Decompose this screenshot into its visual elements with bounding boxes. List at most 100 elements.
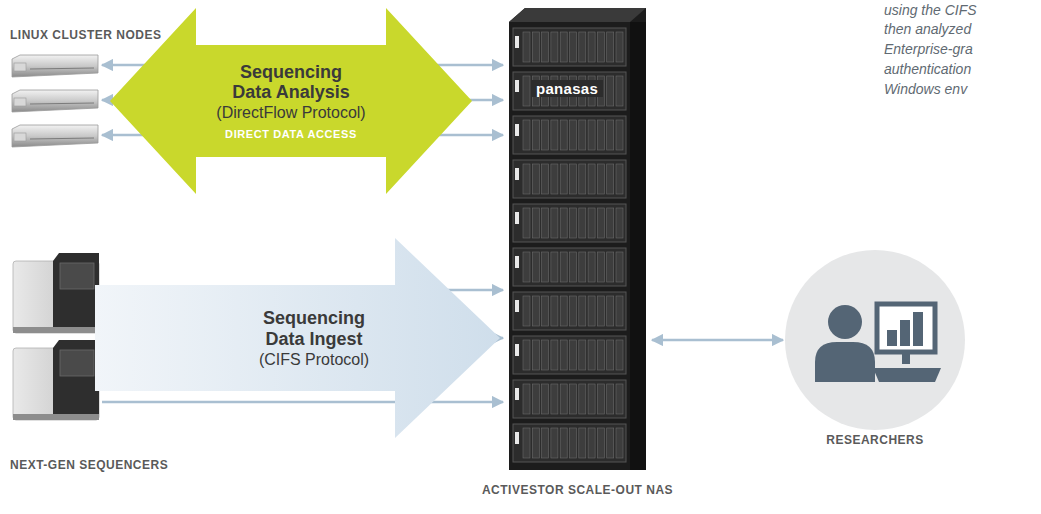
server-slot: [30, 68, 94, 69]
monitor-stand: [902, 354, 910, 364]
drive-blade: [616, 120, 623, 150]
drive-blade: [607, 164, 614, 194]
drive-blade: [551, 164, 558, 194]
drive-blade: [532, 296, 539, 326]
sequencer-screen: [60, 350, 94, 376]
drive-blade: [588, 164, 595, 194]
drive-blade: [570, 296, 577, 326]
drive-blade: [542, 428, 549, 458]
drive-blade: [523, 252, 530, 282]
server-body: [12, 90, 98, 112]
arrow-subtitle: DIRECT DATA ACCESS: [225, 128, 357, 140]
drive-blade: [532, 164, 539, 194]
drive-blade: [607, 32, 614, 62]
drive-blade: [607, 252, 614, 282]
drive-blade: [597, 296, 604, 326]
sequencer-group: NEXT-GEN SEQUENCERS: [10, 250, 102, 475]
node-label: ACTIVESTOR SCALE-OUT NAS: [475, 483, 680, 497]
drive-blade: [579, 296, 586, 326]
researcher-circle-fill: [785, 250, 965, 430]
drive-blade: [523, 428, 530, 458]
drive-blade: [532, 384, 539, 414]
rack-shelf: [513, 380, 626, 418]
drive-blade: [532, 32, 539, 62]
drive-blade: [560, 208, 567, 238]
drive-blade: [588, 32, 595, 62]
protocol-label: (DirectFlow Protocol): [216, 103, 365, 122]
shelf-led: [515, 388, 519, 400]
drive-blade: [523, 32, 530, 62]
rack-shelf: [513, 160, 626, 198]
rack-shelf: [513, 248, 626, 286]
researcher-drawing: [785, 250, 965, 432]
drive-blade: [551, 340, 558, 370]
rack-drawing: [505, 8, 650, 476]
drive-blade: [579, 340, 586, 370]
drive-blade: [570, 340, 577, 370]
person-head: [828, 305, 862, 339]
chart-bar: [900, 320, 910, 346]
rack-shelf: [513, 116, 626, 154]
drive-blade: [588, 252, 595, 282]
drive-blade: [523, 296, 530, 326]
person-body: [815, 342, 875, 382]
drive-blade: [570, 164, 577, 194]
drive-blade: [523, 384, 530, 414]
shelf-led: [515, 36, 519, 48]
server-icon: [12, 55, 98, 77]
drive-blade: [560, 384, 567, 414]
drive-blade: [597, 208, 604, 238]
protocol-label: (CIFS Protocol): [259, 350, 369, 370]
server-bezel: [14, 63, 26, 71]
drive-blade: [551, 296, 558, 326]
node-label: RESEARCHERS: [785, 433, 965, 447]
connector-arrow: [652, 339, 783, 342]
shelf-led: [515, 300, 519, 312]
drive-blade: [597, 384, 604, 414]
note-text: using the CIFS: [884, 2, 977, 18]
server-bezel: [14, 98, 26, 106]
note-text: authentication: [884, 61, 971, 77]
chart-bar: [887, 330, 897, 346]
group-label: LINUX CLUSTER NODES: [10, 28, 162, 42]
rack-shelf: [513, 292, 626, 330]
sequencer-base: [13, 327, 99, 333]
drive-blade: [607, 208, 614, 238]
shelf-led: [515, 344, 519, 356]
drive-blade: [570, 32, 577, 62]
drive-blade: [570, 428, 577, 458]
monitor: [877, 304, 935, 352]
arrow-text-group: Sequencing Data Analysis(DirectFlow Prot…: [196, 48, 386, 154]
drive-blade: [579, 428, 586, 458]
drive-blade: [597, 252, 604, 282]
double-arrow-band: Sequencing Data Analysis(DirectFlow Prot…: [110, 8, 472, 194]
server-slot: [30, 103, 94, 104]
rack-shelf: [513, 336, 626, 374]
drive-blade: [551, 384, 558, 414]
drive-blade: [560, 32, 567, 62]
drive-blade: [551, 208, 558, 238]
drive-blade: [560, 428, 567, 458]
shelf-led: [515, 256, 519, 268]
drive-blade: [579, 252, 586, 282]
sequencer-panel: [53, 253, 99, 333]
server-body: [12, 125, 98, 147]
server-group: LINUX CLUSTER NODES: [10, 28, 100, 153]
drive-blade: [570, 120, 577, 150]
server-bezel: [14, 133, 26, 141]
drive-blade: [523, 208, 530, 238]
note-text: then analyzed: [884, 21, 971, 37]
drive-blade: [588, 340, 595, 370]
drive-blade: [542, 120, 549, 150]
drive-blade: [616, 208, 623, 238]
drive-blade: [542, 164, 549, 194]
drive-blade: [570, 252, 577, 282]
drive-blade: [542, 32, 549, 62]
arrow-title: Sequencing Data Analysis: [221, 62, 361, 102]
researcher-circle: RESEARCHERS: [785, 250, 965, 450]
drive-blade: [523, 76, 530, 106]
note-text: Enterprise-gra: [884, 41, 973, 57]
sequencer-icon: [13, 253, 99, 333]
drive-blade: [560, 164, 567, 194]
drive-blade: [579, 208, 586, 238]
